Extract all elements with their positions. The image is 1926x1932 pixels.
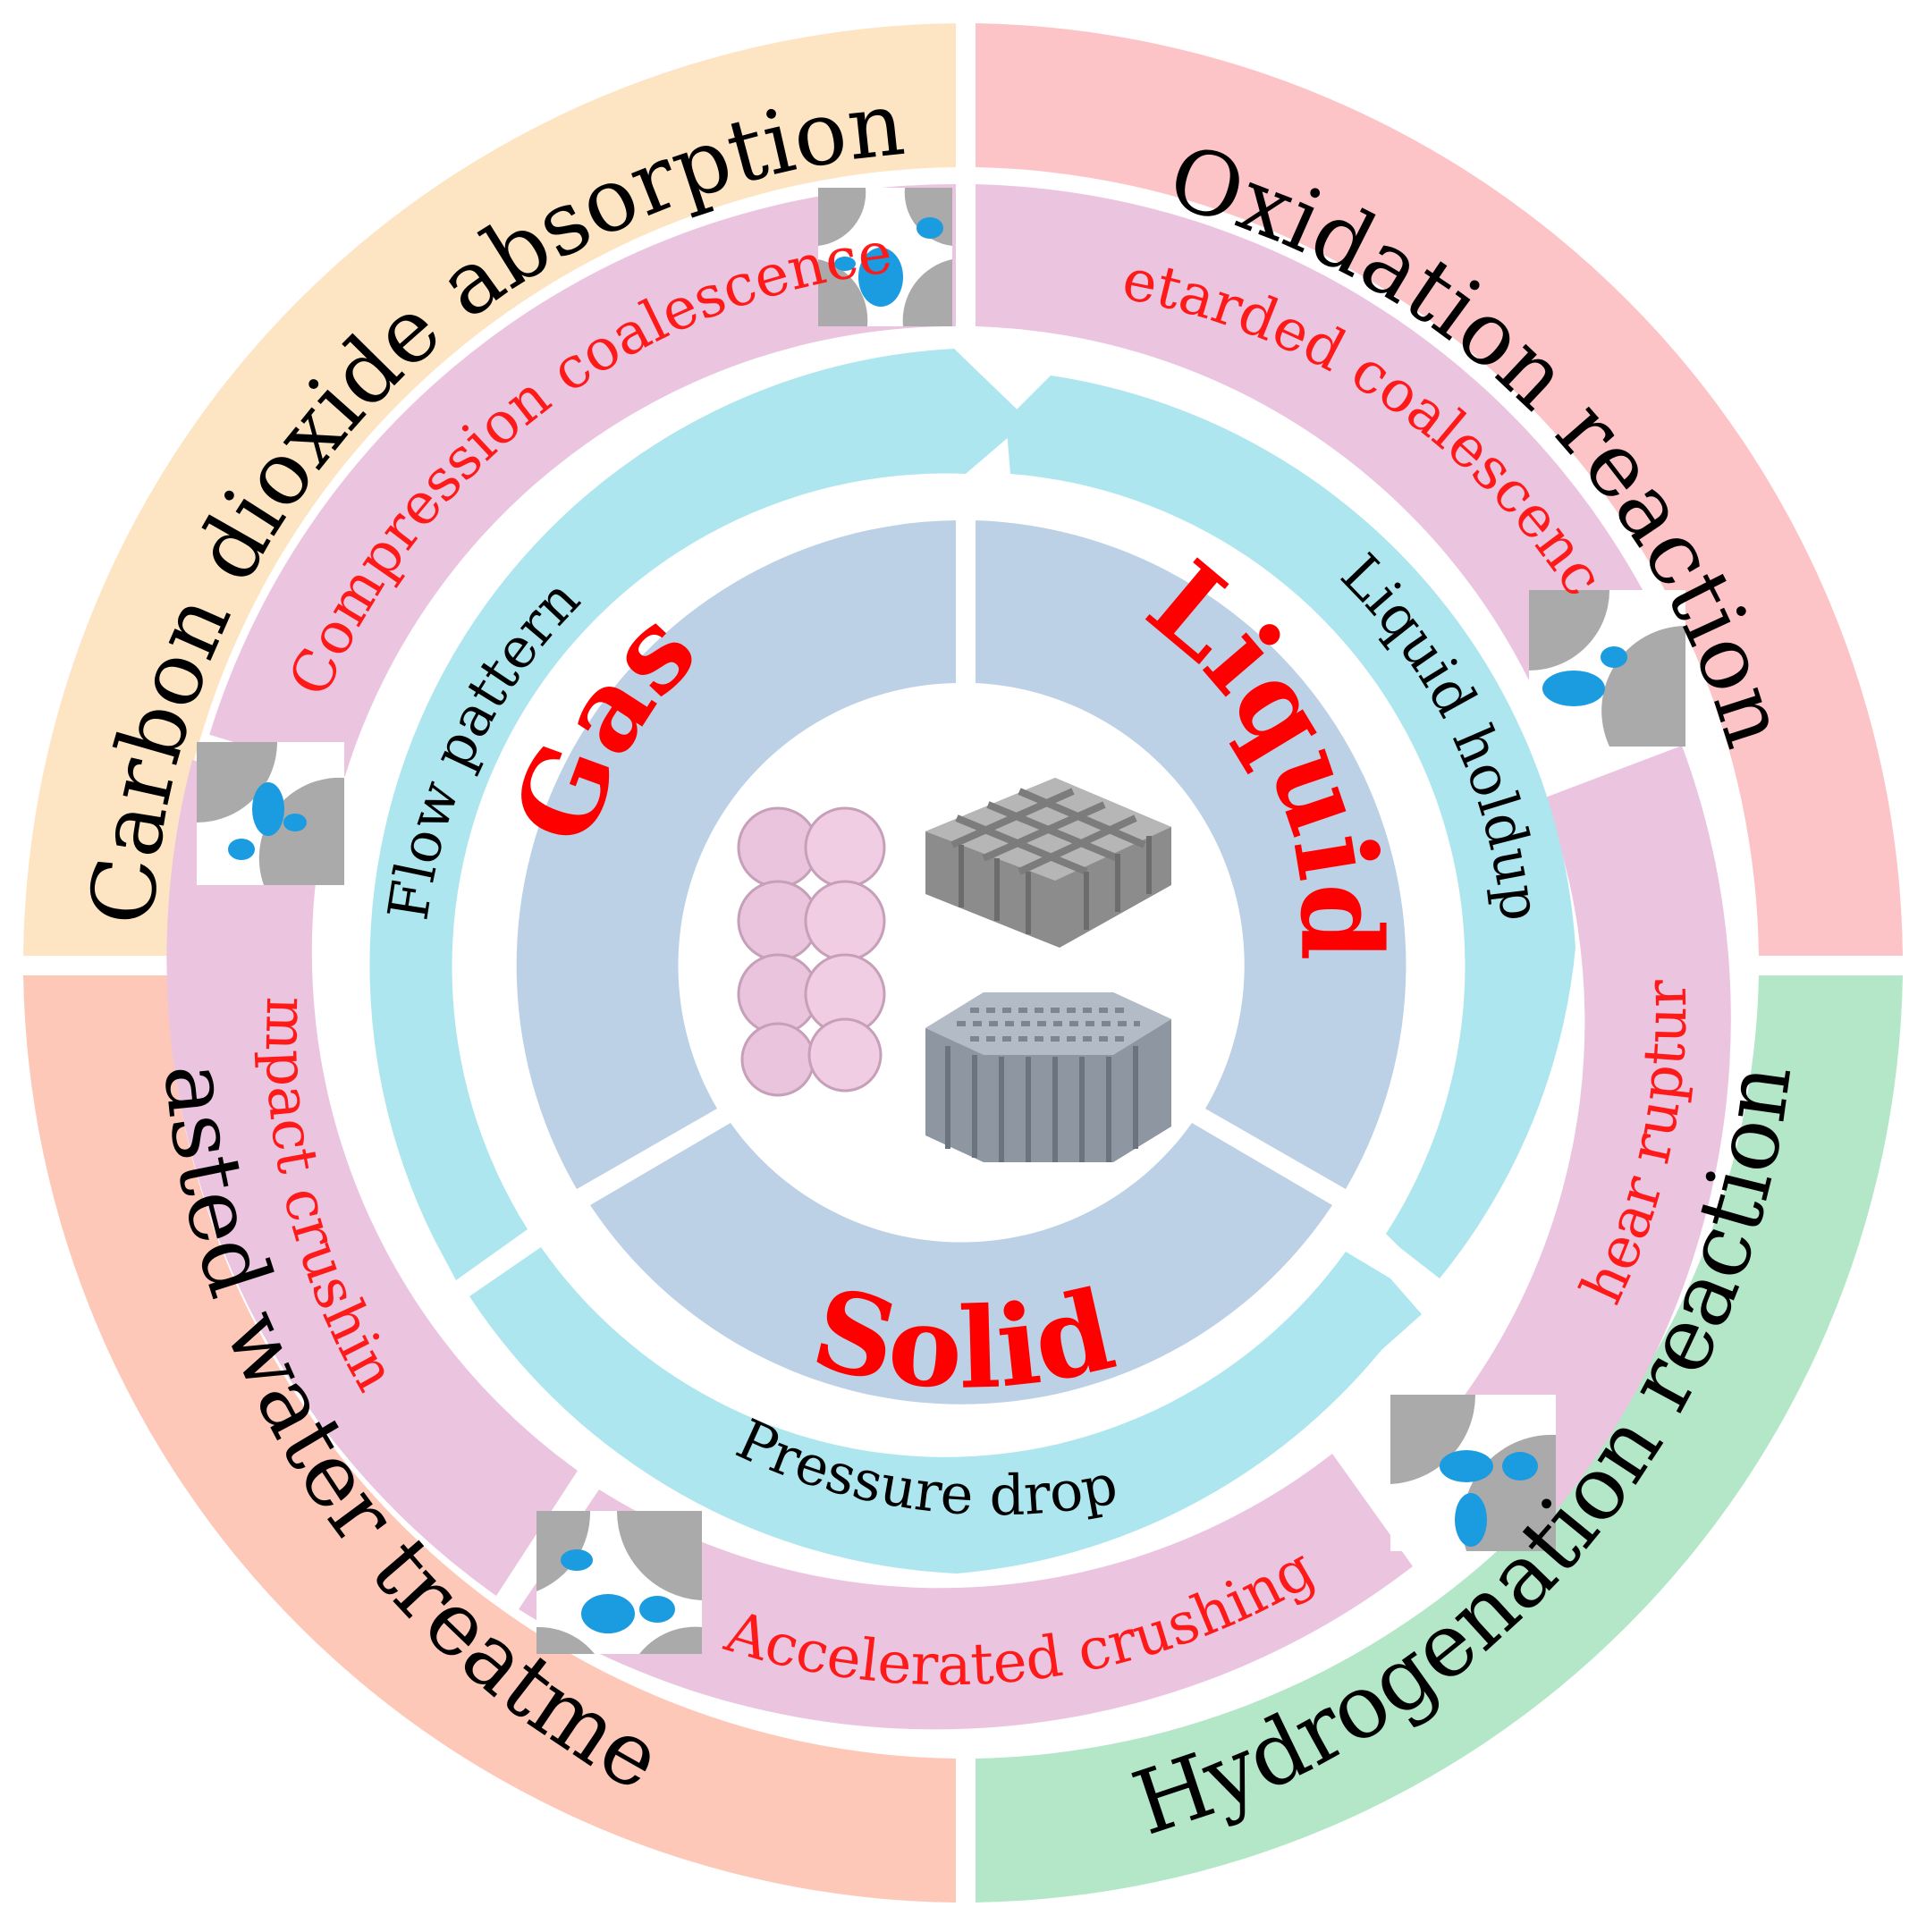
monolith-square-icon bbox=[925, 778, 1171, 948]
mechanism-sector-impact bbox=[166, 760, 578, 1596]
accelerated-crushing-icon bbox=[536, 1511, 702, 1654]
parameter-arrow-pressure bbox=[469, 1247, 1422, 1573]
mechanism-sector-retarded bbox=[976, 184, 1677, 712]
parameter-ring bbox=[369, 349, 1575, 1573]
phase-sector-gas bbox=[516, 520, 956, 1189]
svg-text:Solid: Solid bbox=[801, 1263, 1125, 1414]
mechanism-ring bbox=[166, 184, 1731, 1730]
mechanism-sector-compression bbox=[209, 184, 956, 777]
monolith-hex-icon bbox=[925, 992, 1171, 1162]
parameter-arrow-holdup bbox=[1006, 375, 1575, 1278]
phase-sector-solid bbox=[590, 1123, 1332, 1405]
application-ring bbox=[23, 23, 1903, 1902]
application-sector-wastewater bbox=[23, 975, 956, 1902]
application-sector-co2 bbox=[23, 23, 956, 956]
shear-rupture-icon bbox=[1390, 1395, 1556, 1551]
parameter-arrow-flow bbox=[369, 349, 1028, 1280]
mechanism-sector-shear bbox=[1415, 746, 1731, 1548]
retarded-coalescence-icon bbox=[1529, 590, 1685, 747]
application-sector-oxidation bbox=[976, 23, 1903, 956]
packed-spheres-icon bbox=[737, 806, 886, 1097]
compression-coalescence-icon bbox=[818, 188, 952, 326]
application-sector-hydrogenation bbox=[976, 975, 1903, 1902]
label-solid: Solid bbox=[801, 1263, 1125, 1414]
phase-sector-liquid bbox=[976, 520, 1406, 1189]
impact-crushing-icon bbox=[197, 742, 344, 885]
mechanism-sector-accelerated bbox=[519, 1454, 1413, 1730]
phase-ring bbox=[516, 520, 1406, 1405]
